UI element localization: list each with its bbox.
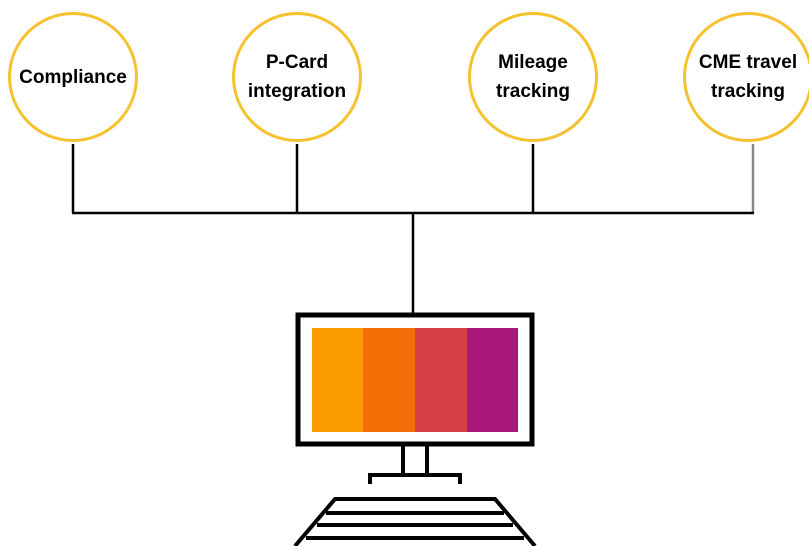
node-compliance: Compliance bbox=[8, 12, 138, 142]
node-mileage-tracking: Mileage tracking bbox=[468, 12, 598, 142]
connector-lines bbox=[71, 144, 755, 313]
node-label: CME travel tracking bbox=[698, 52, 798, 102]
computer-icon bbox=[293, 312, 537, 546]
node-pcard-integration: P-Card integration bbox=[232, 12, 362, 142]
keyboard bbox=[293, 497, 537, 546]
screen-bar-1 bbox=[312, 328, 363, 432]
node-label: Compliance bbox=[19, 66, 127, 88]
node-label: P-Card integration bbox=[247, 52, 347, 102]
node-label: Mileage tracking bbox=[496, 52, 570, 102]
monitor-stand bbox=[368, 446, 462, 484]
screen-bar-3 bbox=[415, 328, 467, 432]
screen-bar-2 bbox=[363, 328, 415, 432]
node-cme-travel-tracking: CME travel tracking bbox=[683, 12, 809, 142]
screen-bar-4 bbox=[467, 328, 518, 432]
